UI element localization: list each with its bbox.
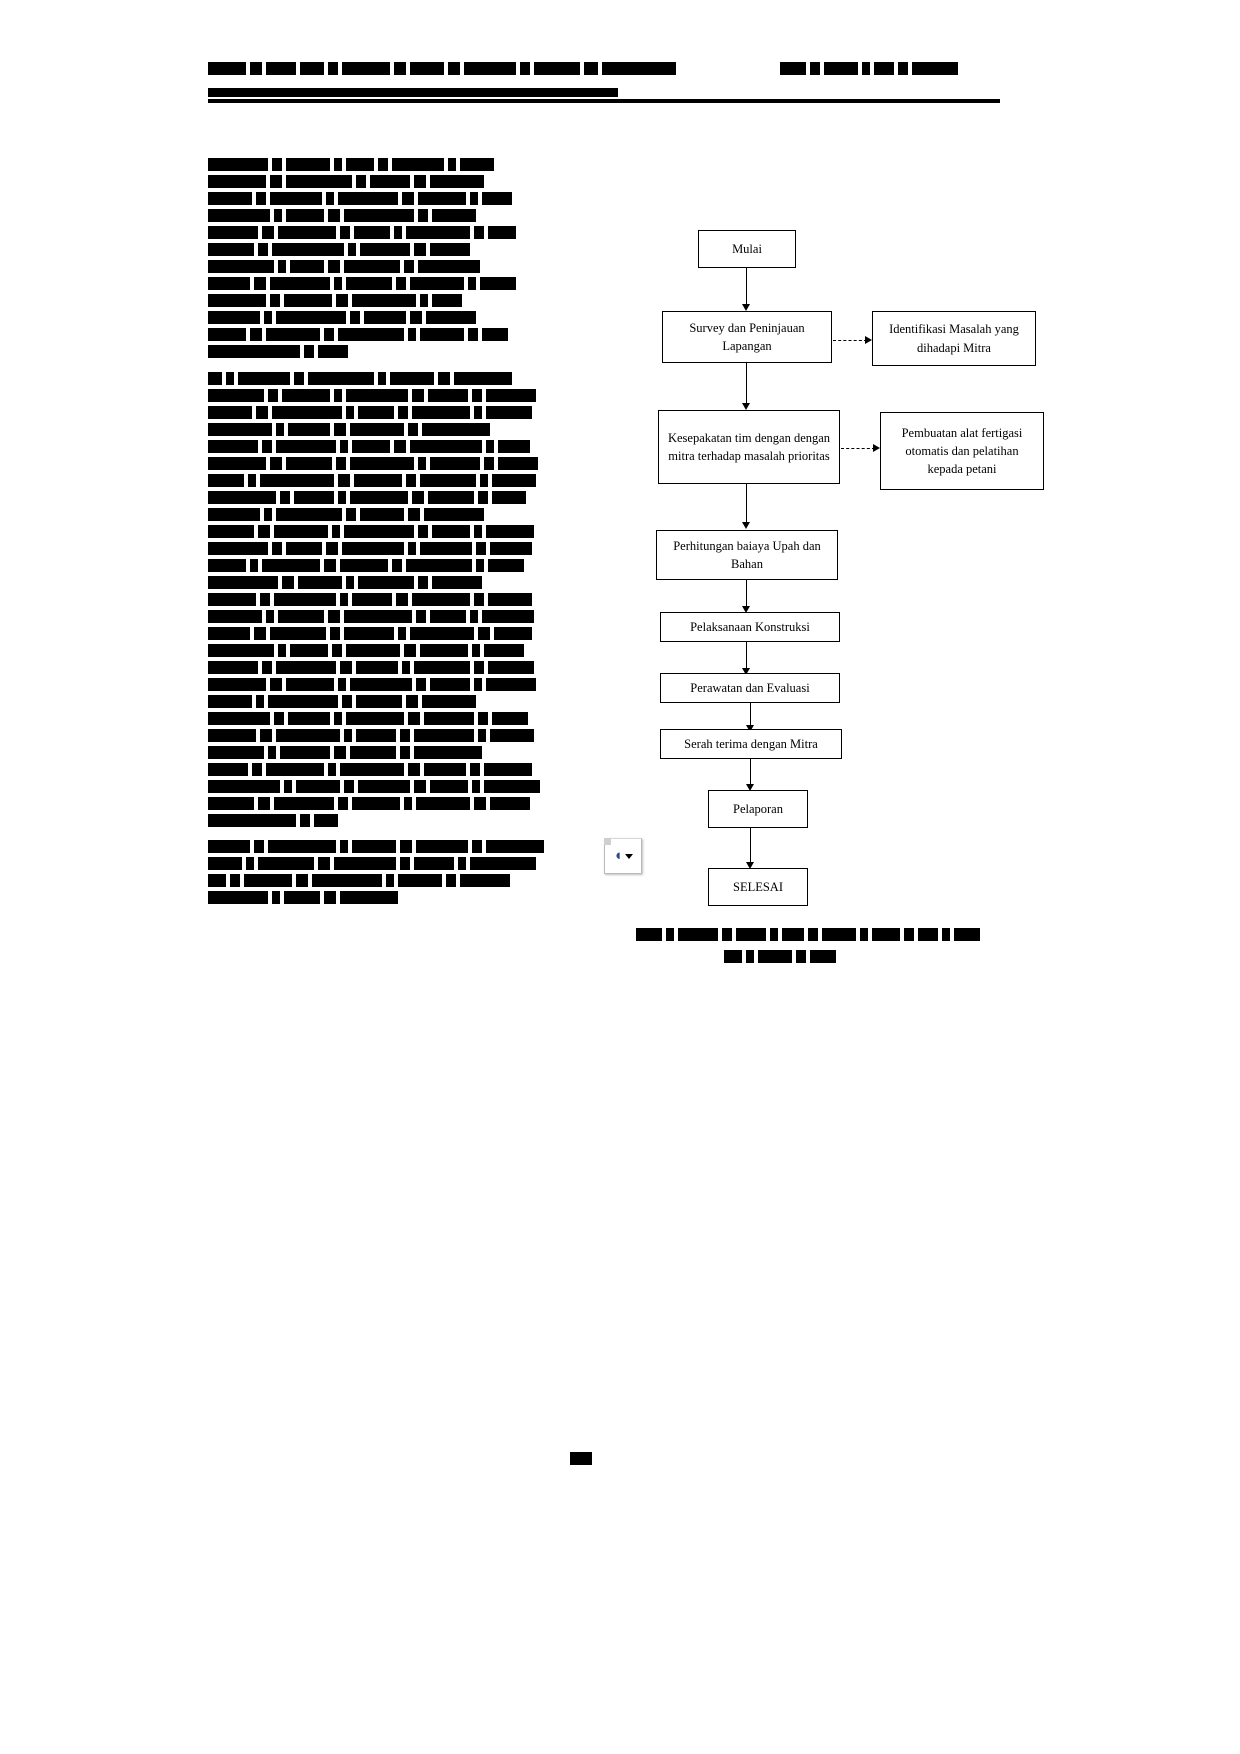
header-left-line [208, 62, 680, 75]
body-paragraph-3 [208, 840, 558, 908]
flow-node-perhitungan: Perhitungan baiaya Upah dan Bahan [656, 530, 838, 580]
flow-node-pembuatan: Pembuatan alat fertigasi otomatis dan pe… [880, 412, 1044, 490]
flow-edge-kesepakatan-perhitungan [746, 484, 748, 526]
redacted-text-line [208, 814, 558, 827]
redacted-text-line [208, 780, 558, 793]
redacted-text-line [208, 440, 558, 453]
redacted-text-line [208, 491, 558, 504]
flow-arrowhead-down-5 [742, 668, 750, 675]
redacted-text-line [208, 763, 558, 776]
redacted-text-line [208, 525, 558, 538]
redacted-text-line [208, 695, 558, 708]
flow-edge-serahterima-pelaporan [750, 759, 752, 788]
flow-arrowhead-down-6 [746, 725, 754, 732]
flow-node-pelaksanaan: Pelaksanaan Konstruksi [660, 612, 840, 642]
flow-arrowhead-down [742, 304, 750, 311]
redacted-text-line [208, 457, 558, 470]
redacted-text-line [208, 277, 558, 290]
redacted-text-line [208, 260, 558, 273]
redacted-text-line [208, 328, 558, 341]
flow-node-pelaporan: Pelaporan [708, 790, 808, 828]
flow-edge-mulai-survey [746, 268, 748, 308]
body-paragraph-1 [208, 158, 558, 362]
flow-arrowhead-down-8 [746, 862, 754, 869]
flow-edge-perhitungan-pelaksanaan [746, 580, 748, 610]
redacted-text-line [208, 508, 558, 521]
redacted-text-line [208, 406, 558, 419]
flow-node-survey: Survey dan Peninjauan Lapangan [662, 311, 832, 363]
flow-node-selesai: SELESAI [708, 868, 808, 906]
redacted-text-line [208, 610, 558, 623]
redacted-text-line [208, 593, 558, 606]
redacted-text-line [208, 389, 558, 402]
redacted-text-line [208, 423, 558, 436]
redacted-text-line [208, 857, 558, 870]
flow-edge-pelaporan-selesai [750, 828, 752, 866]
flow-arrowhead-down-4 [742, 606, 750, 613]
flow-arrowhead-right-2 [873, 444, 880, 452]
redacted-text-line [208, 559, 558, 572]
figure-caption-line-2 [724, 950, 840, 967]
flow-node-kesepakatan: Kesepakatan tim dengan dengan mitra terh… [658, 410, 840, 484]
flow-edge-perawatan-serahterima [750, 703, 752, 729]
header-right-redacted [780, 62, 962, 79]
redacted-text-line [208, 797, 558, 810]
flow-node-identifikasi: Identifikasi Masalah yang dihadapi Mitra [872, 311, 1036, 366]
flow-edge-pelaksanaan-perawatan [746, 642, 748, 672]
redacted-text-line [208, 746, 558, 759]
flow-edge-survey-identifikasi [833, 340, 867, 341]
flow-arrowhead-down-3 [742, 522, 750, 529]
redacted-text-line [208, 372, 558, 385]
smart-tag-handle[interactable] [604, 838, 611, 845]
redacted-text-line [208, 627, 558, 640]
redacted-text-line [208, 729, 558, 742]
redacted-text-line [208, 474, 558, 487]
paste-options-icon: ◖ [613, 847, 623, 864]
header-left-redacted [208, 62, 680, 79]
flow-edge-kesepakatan-pembuatan [841, 448, 875, 449]
redacted-text-line [208, 891, 558, 904]
flow-node-serahterima: Serah terima dengan Mitra [660, 729, 842, 759]
chevron-down-icon[interactable] [624, 853, 633, 859]
redacted-text-line [208, 209, 558, 222]
redacted-text-line [208, 678, 558, 691]
redacted-text-line [208, 840, 558, 853]
redacted-text-line [208, 243, 558, 256]
redacted-text-line [208, 874, 558, 887]
redacted-text-line [208, 311, 558, 324]
flow-arrowhead-down-7 [746, 784, 754, 791]
redacted-text-line [208, 226, 558, 239]
redacted-text-line [208, 542, 558, 555]
header-rule [208, 99, 1000, 103]
flow-edge-survey-kesepakatan [746, 363, 748, 407]
redacted-text-line [208, 712, 558, 725]
flow-node-mulai: Mulai [698, 230, 796, 268]
body-paragraph-2 [208, 372, 558, 831]
redacted-text-line [208, 294, 558, 307]
flow-arrowhead-right [865, 336, 872, 344]
header-underline-thick [208, 88, 618, 97]
redacted-text-line [208, 158, 558, 171]
redacted-text-line [208, 175, 558, 188]
redacted-text-line [208, 576, 558, 589]
flowchart: Mulai Survey dan Peninjauan Lapangan Ide… [600, 200, 1070, 940]
page-number [570, 1452, 596, 1467]
flow-arrowhead-down-2 [742, 403, 750, 410]
redacted-text-line [208, 661, 558, 674]
redacted-text-line [208, 192, 558, 205]
redacted-text-line [208, 345, 558, 358]
header-right-line [780, 62, 962, 75]
flow-node-perawatan: Perawatan dan Evaluasi [660, 673, 840, 703]
figure-caption-line-1 [636, 928, 984, 945]
redacted-text-line [208, 644, 558, 657]
